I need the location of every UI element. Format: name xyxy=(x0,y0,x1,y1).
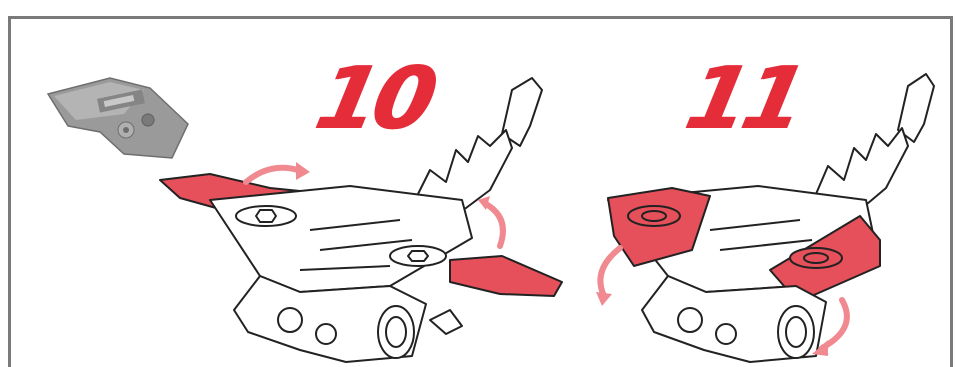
part-thumbnail-icon xyxy=(46,77,189,159)
step-10-illustration xyxy=(159,77,563,363)
red-wing-right xyxy=(449,255,563,297)
rotate-arrow-icon xyxy=(243,164,301,185)
step-11-illustration xyxy=(596,73,935,363)
red-panel-left xyxy=(607,187,711,267)
